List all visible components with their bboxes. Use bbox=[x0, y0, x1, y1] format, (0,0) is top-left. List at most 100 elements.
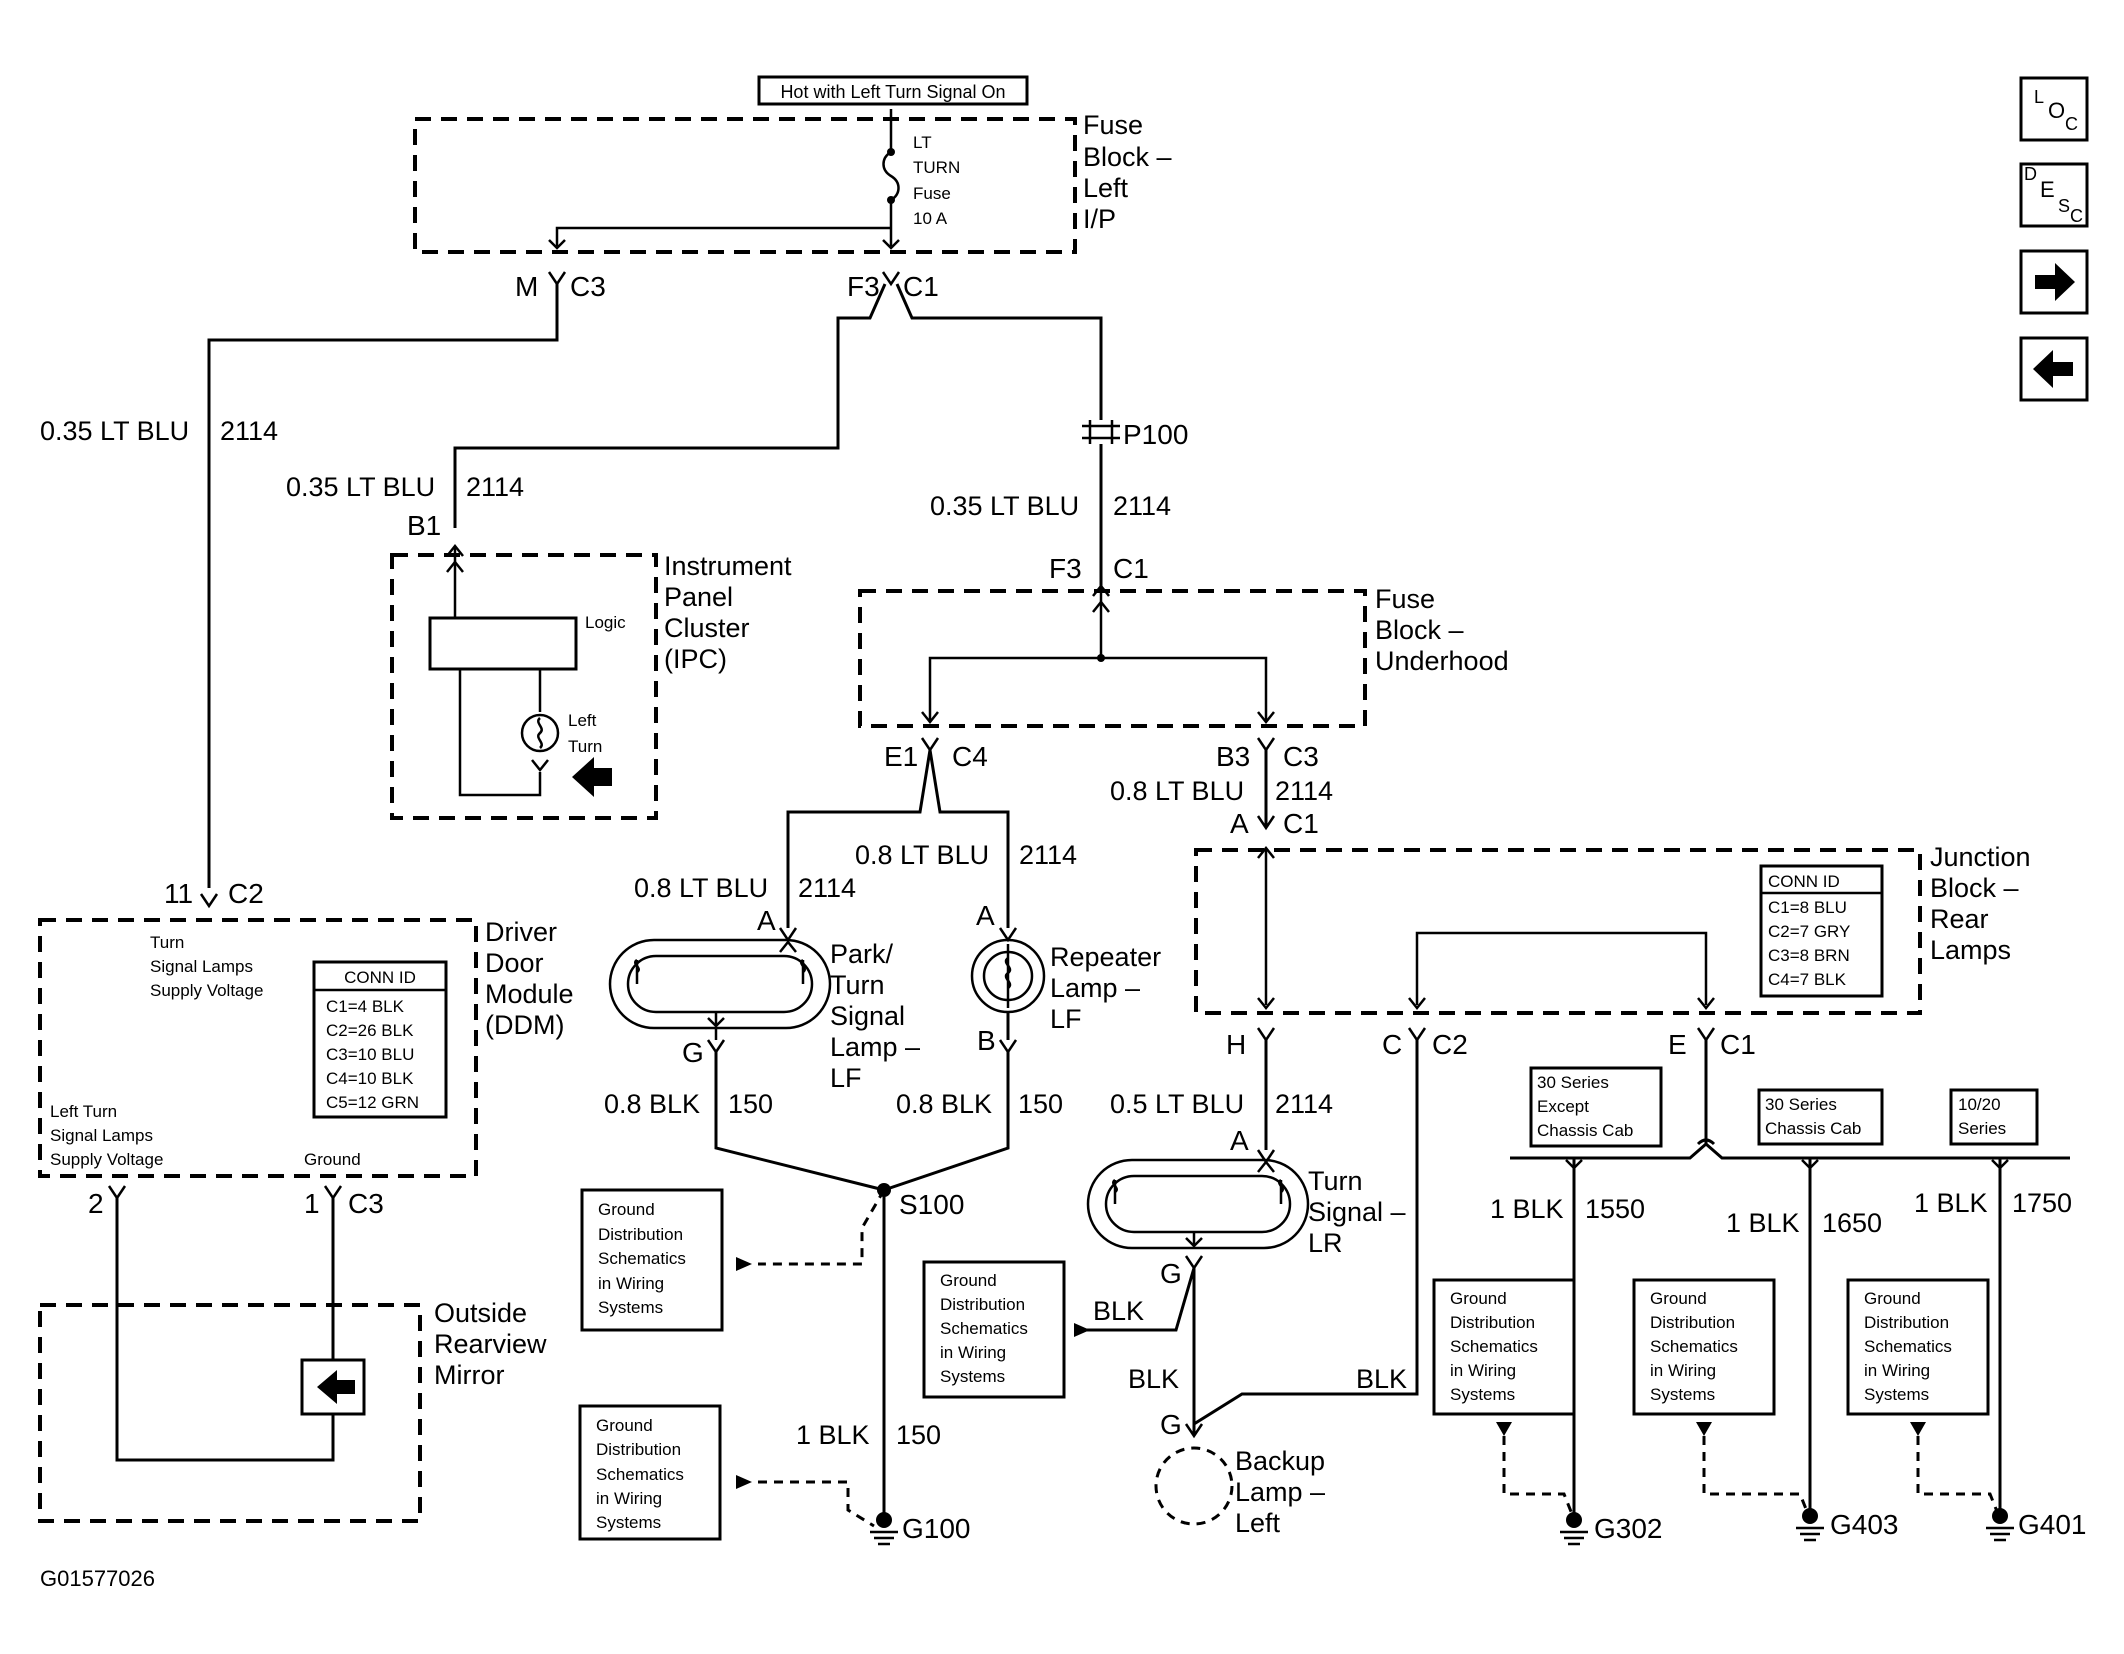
svg-text:in Wiring: in Wiring bbox=[1864, 1361, 1930, 1380]
svg-text:S100: S100 bbox=[899, 1189, 964, 1220]
svg-text:I/P: I/P bbox=[1083, 204, 1116, 234]
wire-label-w13: 1 BLK 1750 bbox=[1914, 1188, 2072, 1218]
svg-text:2: 2 bbox=[88, 1188, 104, 1219]
svg-text:Distribution: Distribution bbox=[598, 1225, 683, 1244]
svg-text:0.35 LT BLU: 0.35 LT BLU bbox=[40, 416, 189, 446]
svg-text:Chassis Cab: Chassis Cab bbox=[1537, 1121, 1633, 1140]
svg-text:D: D bbox=[2024, 164, 2037, 184]
hot-label-text: Hot with Left Turn Signal On bbox=[780, 82, 1005, 102]
svg-text:C1=4 BLK: C1=4 BLK bbox=[326, 997, 405, 1016]
wire-label-w8: 0.8 BLK 150 bbox=[896, 1089, 1063, 1119]
park-turn-signal-lamp-lf: A G Park/ Turn Signal Lamp – LF bbox=[608, 905, 920, 1093]
svg-text:C4=10 BLK: C4=10 BLK bbox=[326, 1069, 414, 1088]
wire-label-w11: 1 BLK 1550 bbox=[1490, 1194, 1645, 1224]
fuse-block-underhood: F3 C1 Fuse Block – Underhood bbox=[858, 553, 1509, 728]
outside-rearview-mirror: Outside Rearview Mirror bbox=[38, 1298, 547, 1523]
svg-text:L: L bbox=[2034, 87, 2044, 107]
svg-text:Panel: Panel bbox=[664, 582, 733, 612]
svg-text:C1: C1 bbox=[1720, 1029, 1756, 1060]
svg-text:1 BLK: 1 BLK bbox=[796, 1420, 870, 1450]
svg-text:30 Series: 30 Series bbox=[1537, 1073, 1609, 1092]
svg-text:Series: Series bbox=[1958, 1119, 2006, 1138]
svg-text:Fuse: Fuse bbox=[1083, 110, 1143, 140]
svg-text:Systems: Systems bbox=[1650, 1385, 1715, 1404]
series-30-chassis-cab: 30 Series Chassis Cab bbox=[1757, 1088, 1884, 1146]
next-page-button[interactable] bbox=[2019, 249, 2089, 315]
connector-f3-c1: F3 C1 bbox=[847, 271, 939, 302]
svg-text:1650: 1650 bbox=[1822, 1208, 1882, 1238]
svg-text:Block –: Block – bbox=[1930, 873, 2019, 903]
left-turn-arrow-icon bbox=[572, 757, 612, 797]
svg-text:E1: E1 bbox=[884, 741, 918, 772]
junction-block-rear-lamps: CONN ID C1=8 BLU C2=7 GRY C3=8 BRN C4=7 … bbox=[1194, 842, 2031, 1015]
svg-text:P100: P100 bbox=[1123, 419, 1188, 450]
svg-text:1 BLK: 1 BLK bbox=[1726, 1208, 1800, 1238]
loc-button[interactable]: L O C bbox=[2019, 76, 2089, 142]
svg-text:Signal Lamps: Signal Lamps bbox=[50, 1126, 153, 1145]
svg-text:Except: Except bbox=[1537, 1097, 1589, 1116]
svg-text:0.8 LT BLU: 0.8 LT BLU bbox=[1110, 776, 1244, 806]
svg-text:Distribution: Distribution bbox=[1450, 1313, 1535, 1332]
svg-text:G302: G302 bbox=[1594, 1513, 1663, 1544]
svg-text:Outside: Outside bbox=[434, 1298, 527, 1328]
svg-text:Signal –: Signal – bbox=[1308, 1197, 1406, 1227]
ground-g403: G403 bbox=[1796, 1508, 1899, 1542]
svg-text:11: 11 bbox=[164, 878, 193, 909]
svg-text:0.8 LT BLU: 0.8 LT BLU bbox=[634, 873, 768, 903]
svg-text:Ground: Ground bbox=[1650, 1289, 1707, 1308]
desc-button[interactable]: D E S C bbox=[2019, 162, 2089, 228]
svg-text:1750: 1750 bbox=[2012, 1188, 2072, 1218]
connector-p100: P100 bbox=[1082, 419, 1188, 450]
svg-text:2114: 2114 bbox=[220, 416, 278, 446]
svg-text:Instrument: Instrument bbox=[664, 551, 792, 581]
svg-text:Ground: Ground bbox=[598, 1200, 655, 1219]
svg-text:2114: 2114 bbox=[1275, 1089, 1333, 1119]
svg-text:Backup: Backup bbox=[1235, 1446, 1325, 1476]
wire-label-w5: 0.8 LT BLU 2114 bbox=[855, 840, 1077, 870]
wire-label-w6: 0.8 LT BLU 2114 bbox=[634, 873, 856, 903]
svg-text:G100: G100 bbox=[902, 1513, 971, 1544]
svg-text:Turn: Turn bbox=[568, 737, 602, 756]
svg-text:A: A bbox=[1230, 1125, 1249, 1156]
svg-text:LR: LR bbox=[1308, 1228, 1343, 1258]
connector-c-c2: C C2 bbox=[1382, 1027, 1468, 1060]
ground-ref-box-1: Ground Distribution Schematics in Wiring… bbox=[580, 1188, 724, 1332]
svg-text:Distribution: Distribution bbox=[596, 1440, 681, 1459]
svg-text:C5=12 GRN: C5=12 GRN bbox=[326, 1093, 419, 1112]
svg-text:BLK: BLK bbox=[1356, 1364, 1407, 1394]
svg-text:1550: 1550 bbox=[1585, 1194, 1645, 1224]
svg-text:Lamp –: Lamp – bbox=[1050, 973, 1140, 1003]
svg-text:0.8 BLK: 0.8 BLK bbox=[896, 1089, 992, 1119]
connector-a-c1: A C1 bbox=[1230, 808, 1319, 839]
svg-text:C: C bbox=[1382, 1029, 1402, 1060]
svg-text:C2=7 GRY: C2=7 GRY bbox=[1768, 922, 1850, 941]
svg-text:A: A bbox=[757, 905, 776, 936]
wire-label-blk: BLK BLK BLK bbox=[1093, 1296, 1407, 1394]
svg-text:Distribution: Distribution bbox=[940, 1295, 1025, 1314]
svg-text:C3: C3 bbox=[1283, 741, 1319, 772]
svg-text:Fuse: Fuse bbox=[913, 184, 951, 203]
svg-text:C1: C1 bbox=[1283, 808, 1319, 839]
svg-text:10 A: 10 A bbox=[913, 209, 948, 228]
svg-text:Supply Voltage: Supply Voltage bbox=[150, 981, 263, 1000]
connector-m-c3: M C3 bbox=[515, 271, 606, 302]
svg-text:Supply Voltage: Supply Voltage bbox=[50, 1150, 163, 1169]
wire-label-w3: 0.35 LT BLU 2114 bbox=[930, 491, 1171, 521]
svg-text:Rearview: Rearview bbox=[434, 1329, 547, 1359]
svg-text:150: 150 bbox=[1018, 1089, 1063, 1119]
svg-text:Junction: Junction bbox=[1930, 842, 2031, 872]
svg-text:C: C bbox=[2070, 206, 2083, 226]
series-10-20: 10/20 Series bbox=[1949, 1088, 2039, 1146]
svg-text:M: M bbox=[515, 271, 538, 302]
prev-page-button[interactable] bbox=[2019, 336, 2089, 402]
svg-text:G: G bbox=[1160, 1409, 1182, 1440]
ground-g100: G100 bbox=[870, 1512, 971, 1546]
ground-g401: G401 bbox=[1986, 1508, 2087, 1542]
ground-ref-box-2: Ground Distribution Schematics in Wiring… bbox=[578, 1404, 722, 1541]
svg-text:Logic: Logic bbox=[585, 613, 626, 632]
svg-text:C1=8 BLU: C1=8 BLU bbox=[1768, 898, 1847, 917]
svg-text:Signal Lamps: Signal Lamps bbox=[150, 957, 253, 976]
svg-text:in Wiring: in Wiring bbox=[1650, 1361, 1716, 1380]
svg-text:S: S bbox=[2058, 196, 2070, 216]
svg-text:BLK: BLK bbox=[1093, 1296, 1144, 1326]
